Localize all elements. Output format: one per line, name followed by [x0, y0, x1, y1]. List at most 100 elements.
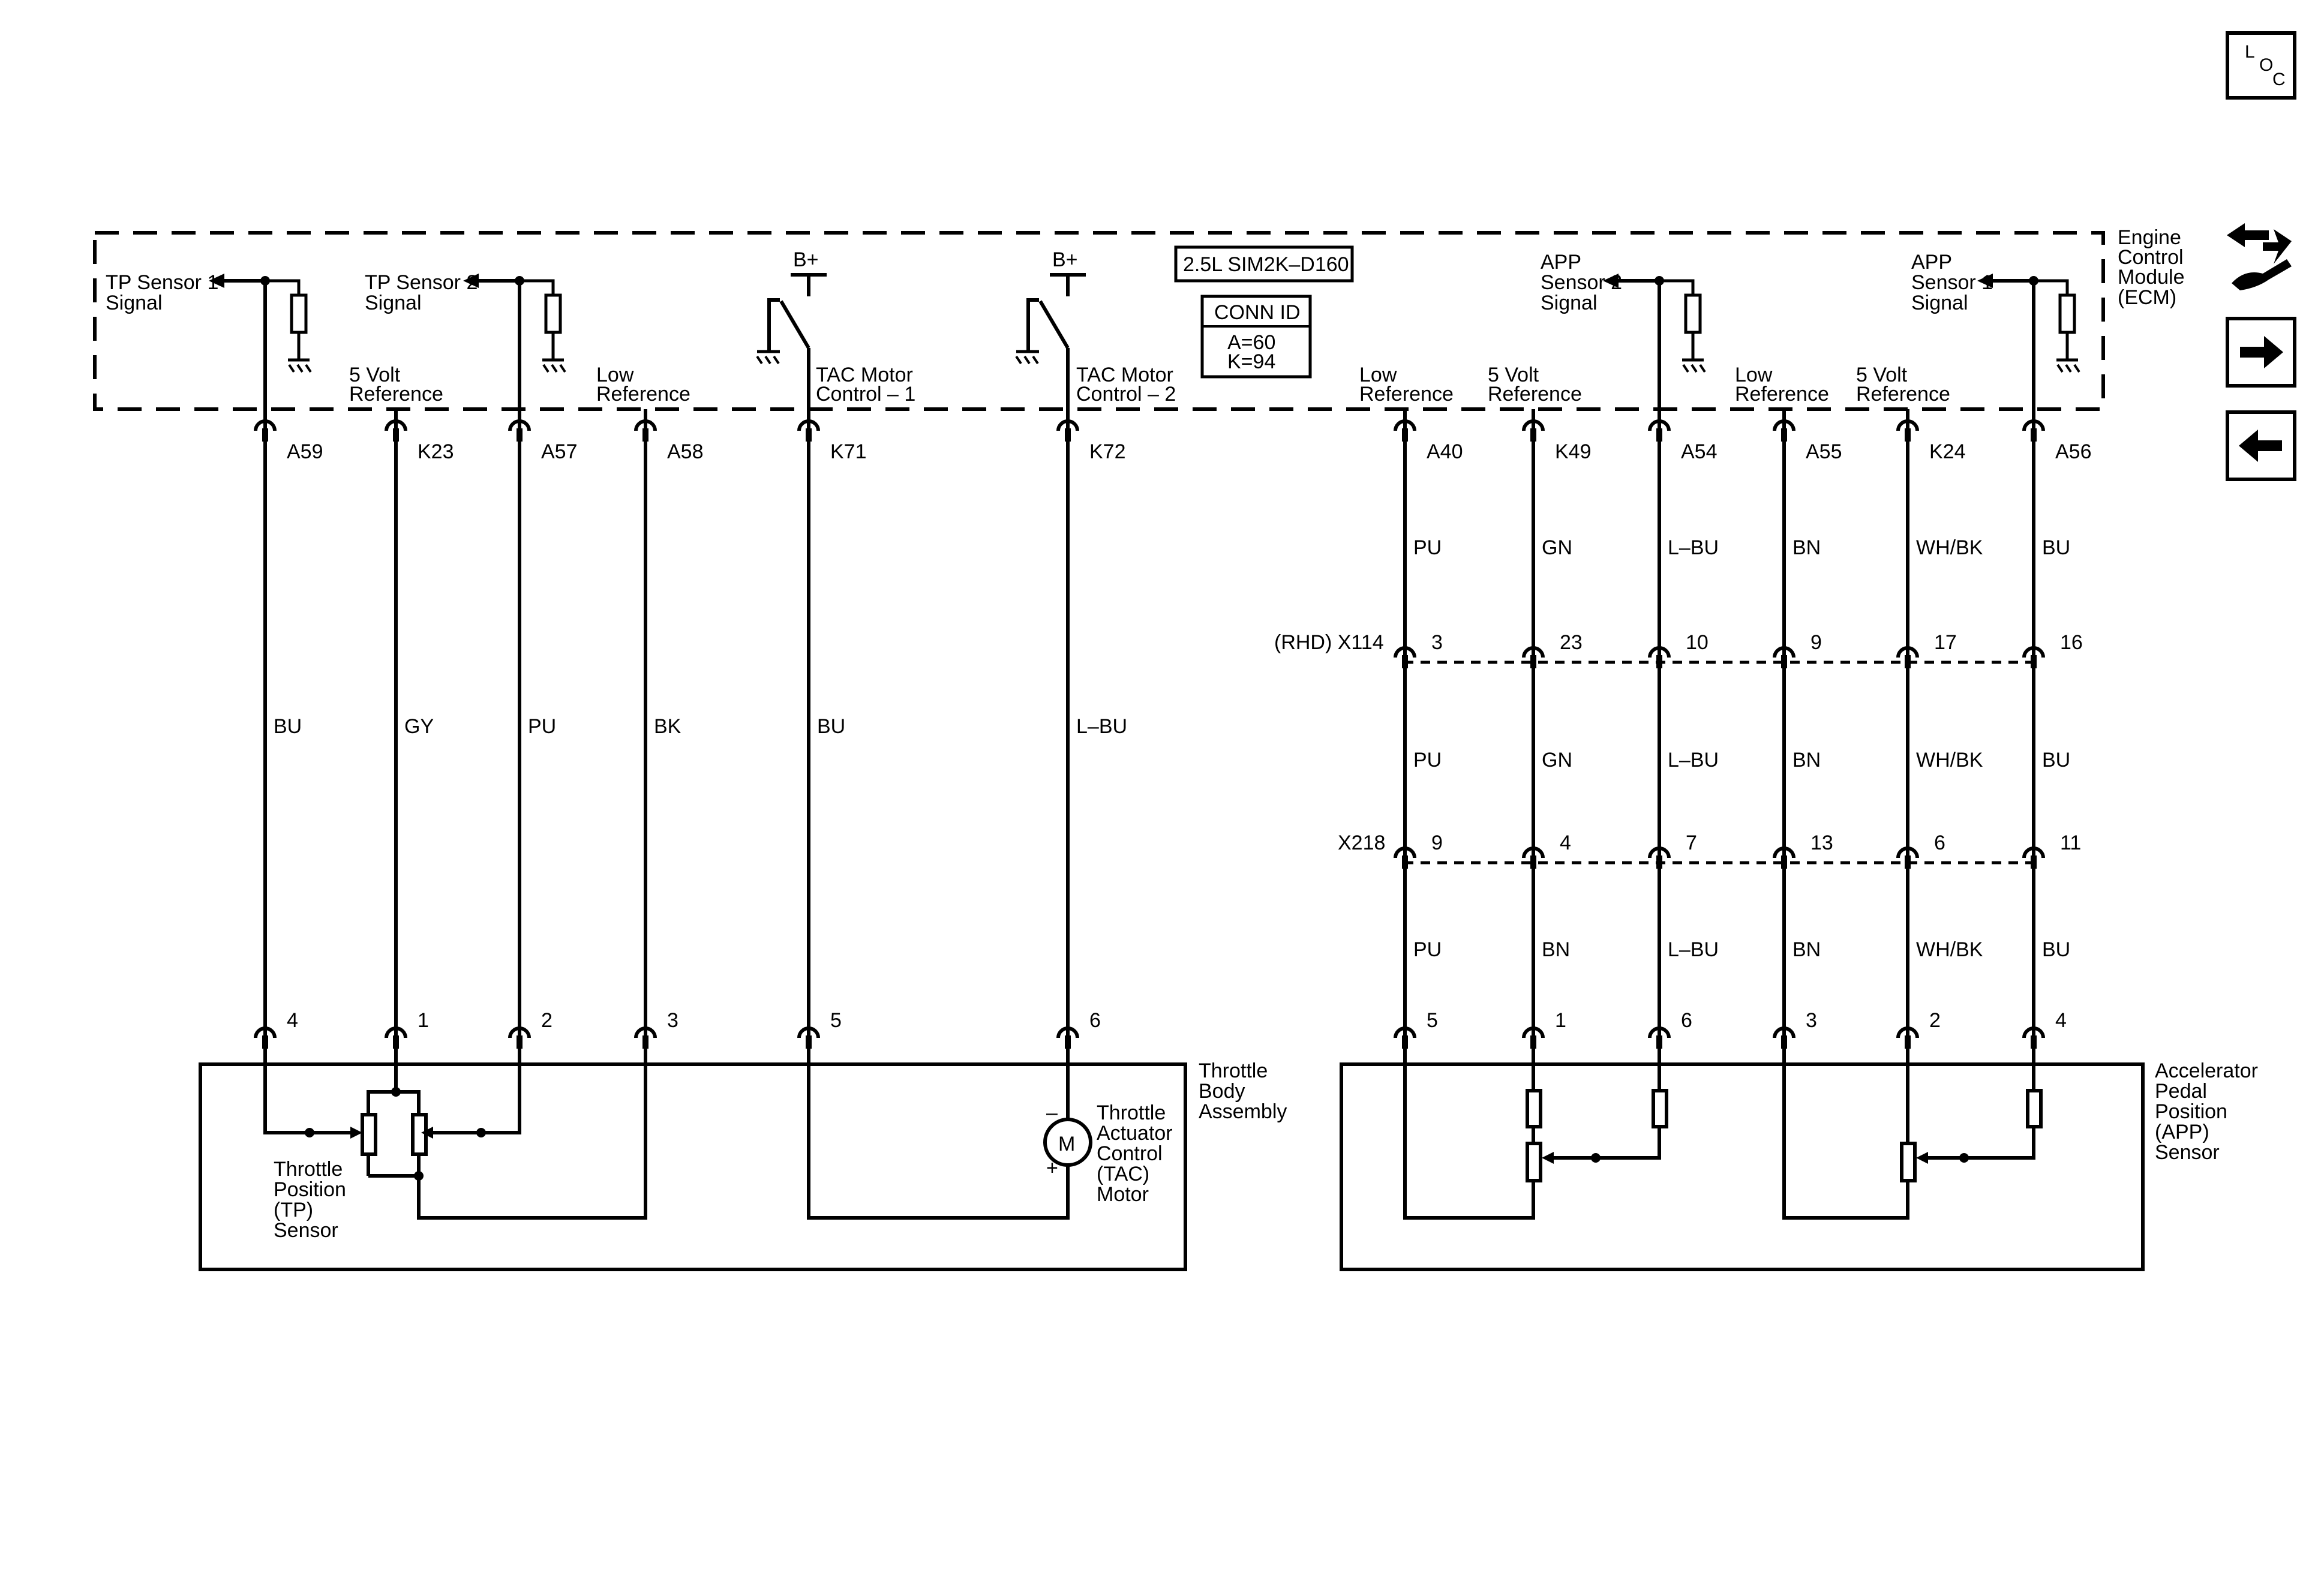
- terminal-pin: [393, 428, 399, 442]
- tac-motor-label: Actuator: [1097, 1122, 1173, 1145]
- x114-pin-label: 3: [1431, 631, 1443, 654]
- tp-sensor-junctions: [305, 1087, 486, 1181]
- terminal-pin: [1530, 655, 1536, 668]
- ecm-name: Engine Control Module (ECM): [2118, 226, 2185, 309]
- x114-pin-label: 10: [1686, 631, 1709, 654]
- x218-pin-label: 9: [1431, 831, 1443, 854]
- signal-wire: [1609, 279, 1661, 409]
- wire-color-label: BK: [654, 715, 681, 738]
- terminal-pin: [1530, 855, 1536, 869]
- app-sensor-box: [1340, 1062, 2145, 1271]
- terminal-pin: [1530, 428, 1536, 442]
- terminal-cap: [797, 419, 820, 431]
- tp-sensor-label: (TP): [274, 1199, 313, 1221]
- terminal-cap: [1522, 419, 1545, 431]
- terminal-pin: [517, 1035, 523, 1049]
- tp-sensor-label: Throttle: [274, 1158, 343, 1181]
- tp2-signal-label: TP Sensor 2: [365, 271, 478, 294]
- loc-button[interactable]: L O C: [2226, 31, 2296, 100]
- b-plus-label: B+: [793, 248, 819, 271]
- switch-blade: [1038, 300, 1070, 349]
- ground-icon: [1015, 355, 1022, 365]
- app-sensor-internals: [1403, 1055, 2043, 1220]
- b-plus-label: B+: [1052, 248, 1078, 271]
- wire-color-label: BN: [1792, 536, 1821, 559]
- terminal-cap: [2022, 419, 2045, 431]
- k49-signal-label: Reference: [1488, 383, 1582, 406]
- connector-harness-icon[interactable]: [2221, 211, 2298, 295]
- terminal-cap: [254, 419, 277, 431]
- wire-color-label: L–BU: [1668, 749, 1719, 772]
- ground-icon: [288, 364, 295, 373]
- terminal-cap: [2022, 646, 2045, 658]
- app2-signal-label: Signal: [1541, 292, 1598, 314]
- wire-color-label: BN: [1542, 938, 1570, 961]
- tp-sensor: [263, 1055, 647, 1220]
- terminal-pin: [1656, 428, 1662, 442]
- component-pin-label: 6: [1681, 1009, 1692, 1032]
- ground-icon: [2073, 364, 2080, 373]
- tac-motor-label: Throttle: [1097, 1101, 1166, 1124]
- terminal-cap: [1773, 846, 1795, 858]
- wires: [254, 409, 2045, 1055]
- x114-pin-label: 16: [2060, 631, 2083, 654]
- terminal-cap: [1896, 419, 1919, 431]
- a55-signal-label: Low: [1735, 364, 1773, 386]
- ground-icon: [551, 364, 558, 373]
- app-sensor-label: (APP): [2155, 1121, 2209, 1143]
- terminal-cap: [1648, 846, 1671, 858]
- wire-color-label: GY: [404, 715, 434, 738]
- x218-pin-label: 7: [1686, 831, 1697, 854]
- engine-label-box: [1174, 245, 1354, 283]
- terminal-cap: [2022, 1026, 2045, 1038]
- terminal-cap: [1773, 646, 1795, 658]
- wire-color-label: WH/BK: [1916, 938, 1983, 961]
- k23-signal-label: Reference: [349, 383, 443, 406]
- terminal-cap: [1394, 1026, 1416, 1038]
- terminal-cap: [1773, 419, 1795, 431]
- ground-icon: [756, 355, 763, 365]
- k71-signal-label: Control – 1: [816, 383, 915, 406]
- component-pin-label: 1: [418, 1009, 429, 1032]
- arrow-left-icon[interactable]: [2226, 410, 2296, 481]
- arrow-right-icon[interactable]: [2226, 317, 2296, 388]
- terminal-cap: [254, 1026, 277, 1038]
- terminal-cap: [385, 1026, 407, 1038]
- conn-id-k: K=94: [1227, 350, 1275, 373]
- tp1-signal-label: Signal: [106, 292, 163, 314]
- ecm-pin-label: K72: [1089, 440, 1126, 463]
- pull-resistor-lead: [1659, 279, 1695, 294]
- app-sensor-junctions: [1542, 1152, 1969, 1164]
- wire-color-label: L–BU: [1668, 536, 1719, 559]
- ecm-pin-label: A40: [1427, 440, 1463, 463]
- wire-color-label: BN: [1792, 749, 1821, 772]
- ground-icon: [305, 364, 312, 373]
- terminal-pin: [1781, 1035, 1787, 1049]
- switch-blade: [779, 300, 810, 349]
- ecm-boundary: [93, 231, 2105, 411]
- wire-color-label: PU: [528, 715, 556, 738]
- wire-color-label: GN: [1542, 749, 1572, 772]
- ecm-pin-label: A54: [1681, 440, 1718, 463]
- app2-signal-label: APP: [1541, 251, 1581, 274]
- terminal-pin: [642, 428, 648, 442]
- x114-pin-label: 17: [1934, 631, 1957, 654]
- ecm-pin-label: A58: [667, 440, 704, 463]
- motor-minus-label: –: [1046, 1101, 1058, 1124]
- terminal-pin: [2031, 428, 2037, 442]
- throttle-body-label: Body: [1199, 1080, 1245, 1103]
- ground-icon: [2056, 364, 2064, 373]
- terminal-pin: [806, 1035, 812, 1049]
- terminal-cap: [634, 419, 657, 431]
- component-pin-label: 6: [1089, 1009, 1101, 1032]
- app-sensor-label: Sensor: [2155, 1141, 2220, 1164]
- app1-signal-label: Signal: [1911, 292, 1968, 314]
- terminal-cap: [1394, 646, 1416, 658]
- wire-color-label: BU: [2042, 749, 2070, 772]
- conn-id-a: A=60: [1227, 331, 1275, 354]
- ecm-name-line: Module: [2118, 266, 2185, 289]
- ecm-pin-label: A59: [287, 440, 323, 463]
- switch-ground-lead: [767, 298, 780, 350]
- terminal-pin: [1781, 655, 1787, 668]
